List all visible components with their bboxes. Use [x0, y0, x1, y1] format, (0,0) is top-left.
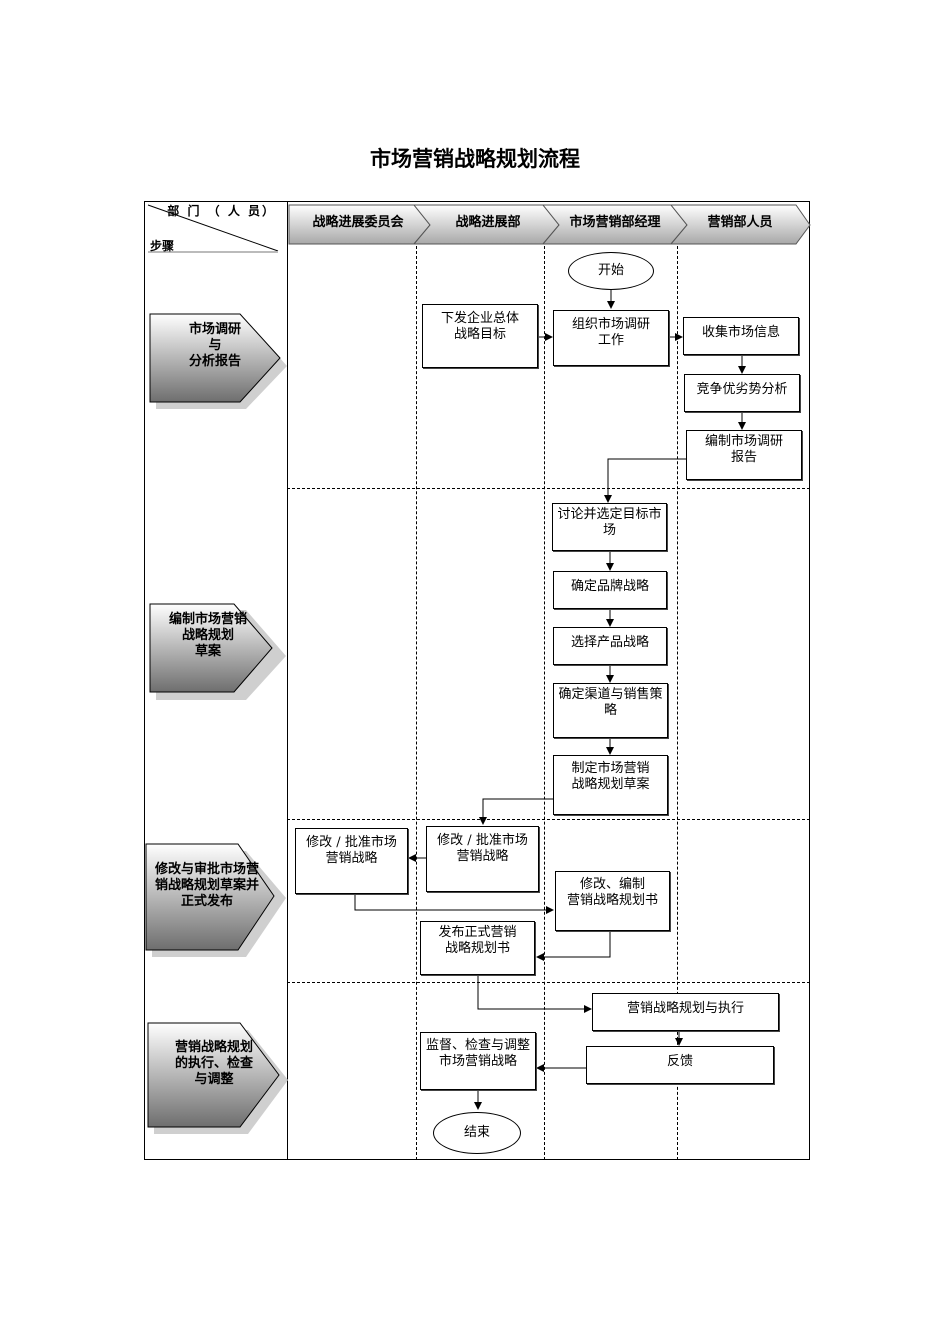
dept-header-marketing-staff: 营销部人员	[707, 215, 773, 230]
node-feedback: 反馈	[586, 1046, 774, 1084]
stage-divider	[287, 982, 810, 983]
node-channel-strategy: 确定渠道与销售策略	[553, 683, 668, 738]
node-competitive-analysis: 竞争优劣势分析	[684, 374, 800, 412]
node-brand-strategy: 确定品牌战略	[553, 571, 667, 609]
node-draft-plan: 制定市场营销战略规划草案	[553, 755, 668, 815]
page-title: 市场营销战略规划流程	[370, 146, 580, 171]
node-revise-plan: 修改、编制营销战略规划书	[555, 871, 670, 931]
flow-frame	[144, 201, 810, 1160]
corner-dept-label: 部 门 （ 人 员）	[167, 204, 276, 218]
node-organize-research: 组织市场调研工作	[553, 310, 669, 366]
node-approve-strategy-dept: 修改 / 批准市场营销战略	[426, 826, 539, 892]
node-issue-goal: 下发企业总体战略目标	[422, 304, 538, 368]
node-discuss-target: 讨论并选定目标市场	[552, 503, 667, 551]
department-header-chevrons	[288, 204, 811, 245]
stage-label-research: 市场调研与分析报告	[188, 322, 241, 369]
stage-label-execute: 营销战略规划的执行、检查与调整	[174, 1040, 253, 1087]
lane-divider	[544, 246, 545, 1160]
end-node: 结束	[433, 1112, 521, 1154]
corner-step-label: 步骤	[150, 239, 175, 253]
stage-divider	[287, 819, 810, 820]
flow-connectors	[354, 288, 746, 1110]
node-approve-committee: 修改 / 批准市场营销战略	[295, 828, 408, 894]
stage-pentagons	[145, 313, 288, 1134]
lane-divider	[677, 246, 678, 1160]
stage-divider	[287, 488, 810, 489]
stage-label-approve: 修改与审批市场营销战略规划草案并正式发布	[154, 862, 259, 909]
dept-header-strategy-dept: 战略进展部	[455, 215, 521, 230]
node-compile-report: 编制市场调研报告	[686, 430, 802, 480]
node-collect-info: 收集市场信息	[683, 317, 799, 355]
lane-divider	[287, 246, 288, 1160]
node-execute-plan: 营销战略规划与执行	[592, 993, 779, 1031]
lane-divider	[416, 246, 417, 1160]
corner-label: 部 门 （ 人 员） 步骤	[148, 203, 278, 253]
dept-header-committee: 战略进展委员会	[312, 215, 404, 230]
node-monitor-adjust: 监督、检查与调整市场营销战略	[420, 1032, 536, 1090]
node-publish-plan: 发布正式营销战略规划书	[420, 921, 535, 975]
dept-header-marketing-manager: 市场营销部经理	[569, 215, 661, 230]
stage-label-draft: 编制市场营销战略规划草案	[168, 612, 247, 659]
start-node: 开始	[568, 252, 654, 290]
corner-diagonal	[147, 204, 279, 252]
node-product-strategy: 选择产品战略	[553, 627, 667, 665]
